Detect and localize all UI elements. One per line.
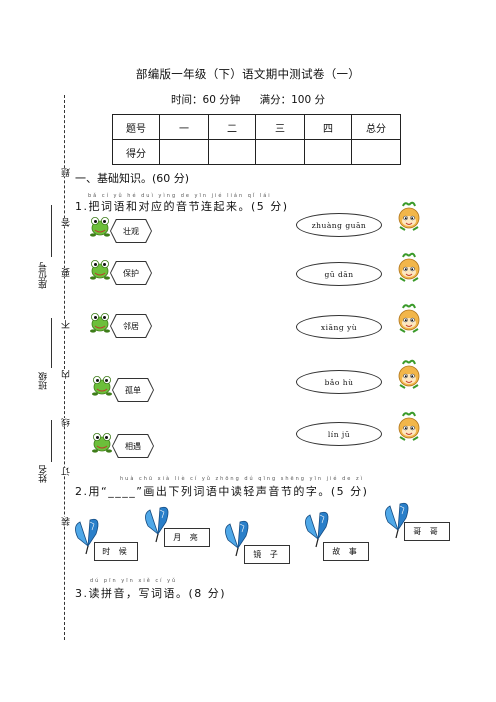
word-match-item[interactable]: 保护 xyxy=(110,261,152,285)
section-heading: 一、基础知识。(60 分) xyxy=(75,172,190,185)
score-input-cell[interactable] xyxy=(351,139,401,165)
word-box[interactable]: 时 候 xyxy=(94,542,138,561)
score-input-cell[interactable] xyxy=(304,139,352,165)
exam-title: 部编版一年级（下）语文期中测试卷（一） xyxy=(135,67,361,81)
score-table-header-row: 题号 一 二 三 四 总分 xyxy=(112,114,401,140)
binding-line xyxy=(64,95,65,640)
score-table: 题号 一 二 三 四 总分 得分 xyxy=(112,114,401,165)
score-cell: 三 xyxy=(255,114,305,140)
onion-icon xyxy=(398,359,420,389)
onion-icon xyxy=(398,303,420,333)
frog-icon xyxy=(89,312,111,334)
class-field[interactable] xyxy=(51,318,52,368)
exam-info: 时间：60 分钟 满分：100 分 xyxy=(0,92,496,107)
word-box[interactable]: 哥 哥 xyxy=(404,522,450,541)
word-match-item[interactable]: 相遇 xyxy=(112,434,154,458)
pinyin-annotation: dú pīn yīn xiě cí yǔ xyxy=(90,578,178,584)
word-match-item[interactable]: 壮观 xyxy=(110,219,152,243)
pinyin-annotation: huà chū xià liè cí yǔ zhōng dú qīng shēn… xyxy=(120,476,364,482)
onion-icon xyxy=(398,201,420,231)
pinyin-match-item[interactable]: lín jū xyxy=(296,422,382,446)
score-input-cell[interactable] xyxy=(208,139,256,165)
onion-icon xyxy=(398,252,420,282)
pinyin-match-item[interactable]: zhuàng guān xyxy=(296,213,382,237)
score-table-score-row: 得分 xyxy=(112,139,401,165)
pinyin-match-item[interactable]: xiāng yù xyxy=(296,315,382,339)
word-match-item[interactable]: 孤单 xyxy=(112,378,154,402)
frog-icon xyxy=(91,375,113,397)
word-label: 邻居 xyxy=(111,315,151,337)
seat-number-field[interactable] xyxy=(51,205,52,257)
frog-icon xyxy=(91,432,113,454)
question-2-prompt: 2.用“____”画出下列词语中读轻声音节的字。(5 分) xyxy=(75,485,369,498)
score-cell: 总分 xyxy=(351,114,401,140)
word-match-item[interactable]: 邻居 xyxy=(110,314,152,338)
word-box[interactable]: 故 事 xyxy=(323,542,369,561)
word-box[interactable]: 镜 子 xyxy=(244,545,290,564)
onion-icon xyxy=(398,411,420,441)
score-input-cell[interactable] xyxy=(159,139,209,165)
word-label: 孤单 xyxy=(113,379,153,401)
pinyin-annotation: bǎ cí yǔ hé duì yìng de yīn jié lián qǐ … xyxy=(88,193,272,199)
frog-icon xyxy=(89,216,111,238)
frog-icon xyxy=(89,259,111,281)
word-label: 壮观 xyxy=(111,220,151,242)
exam-full-score: 满分：100 分 xyxy=(259,94,325,106)
word-label: 相遇 xyxy=(113,435,153,457)
pinyin-match-item[interactable]: bǎo hù xyxy=(296,370,382,394)
name-field[interactable] xyxy=(51,420,52,462)
question-3-prompt: 3.读拼音，写词语。(8 分) xyxy=(75,587,227,600)
question-1-prompt: 1.把词语和对应的音节连起来。(5 分) xyxy=(75,200,289,213)
word-label: 保护 xyxy=(111,262,151,284)
word-box[interactable]: 月 亮 xyxy=(164,528,210,547)
pinyin-match-item[interactable]: gū dān xyxy=(296,262,382,286)
exam-time: 时间：60 分钟 xyxy=(171,94,241,106)
